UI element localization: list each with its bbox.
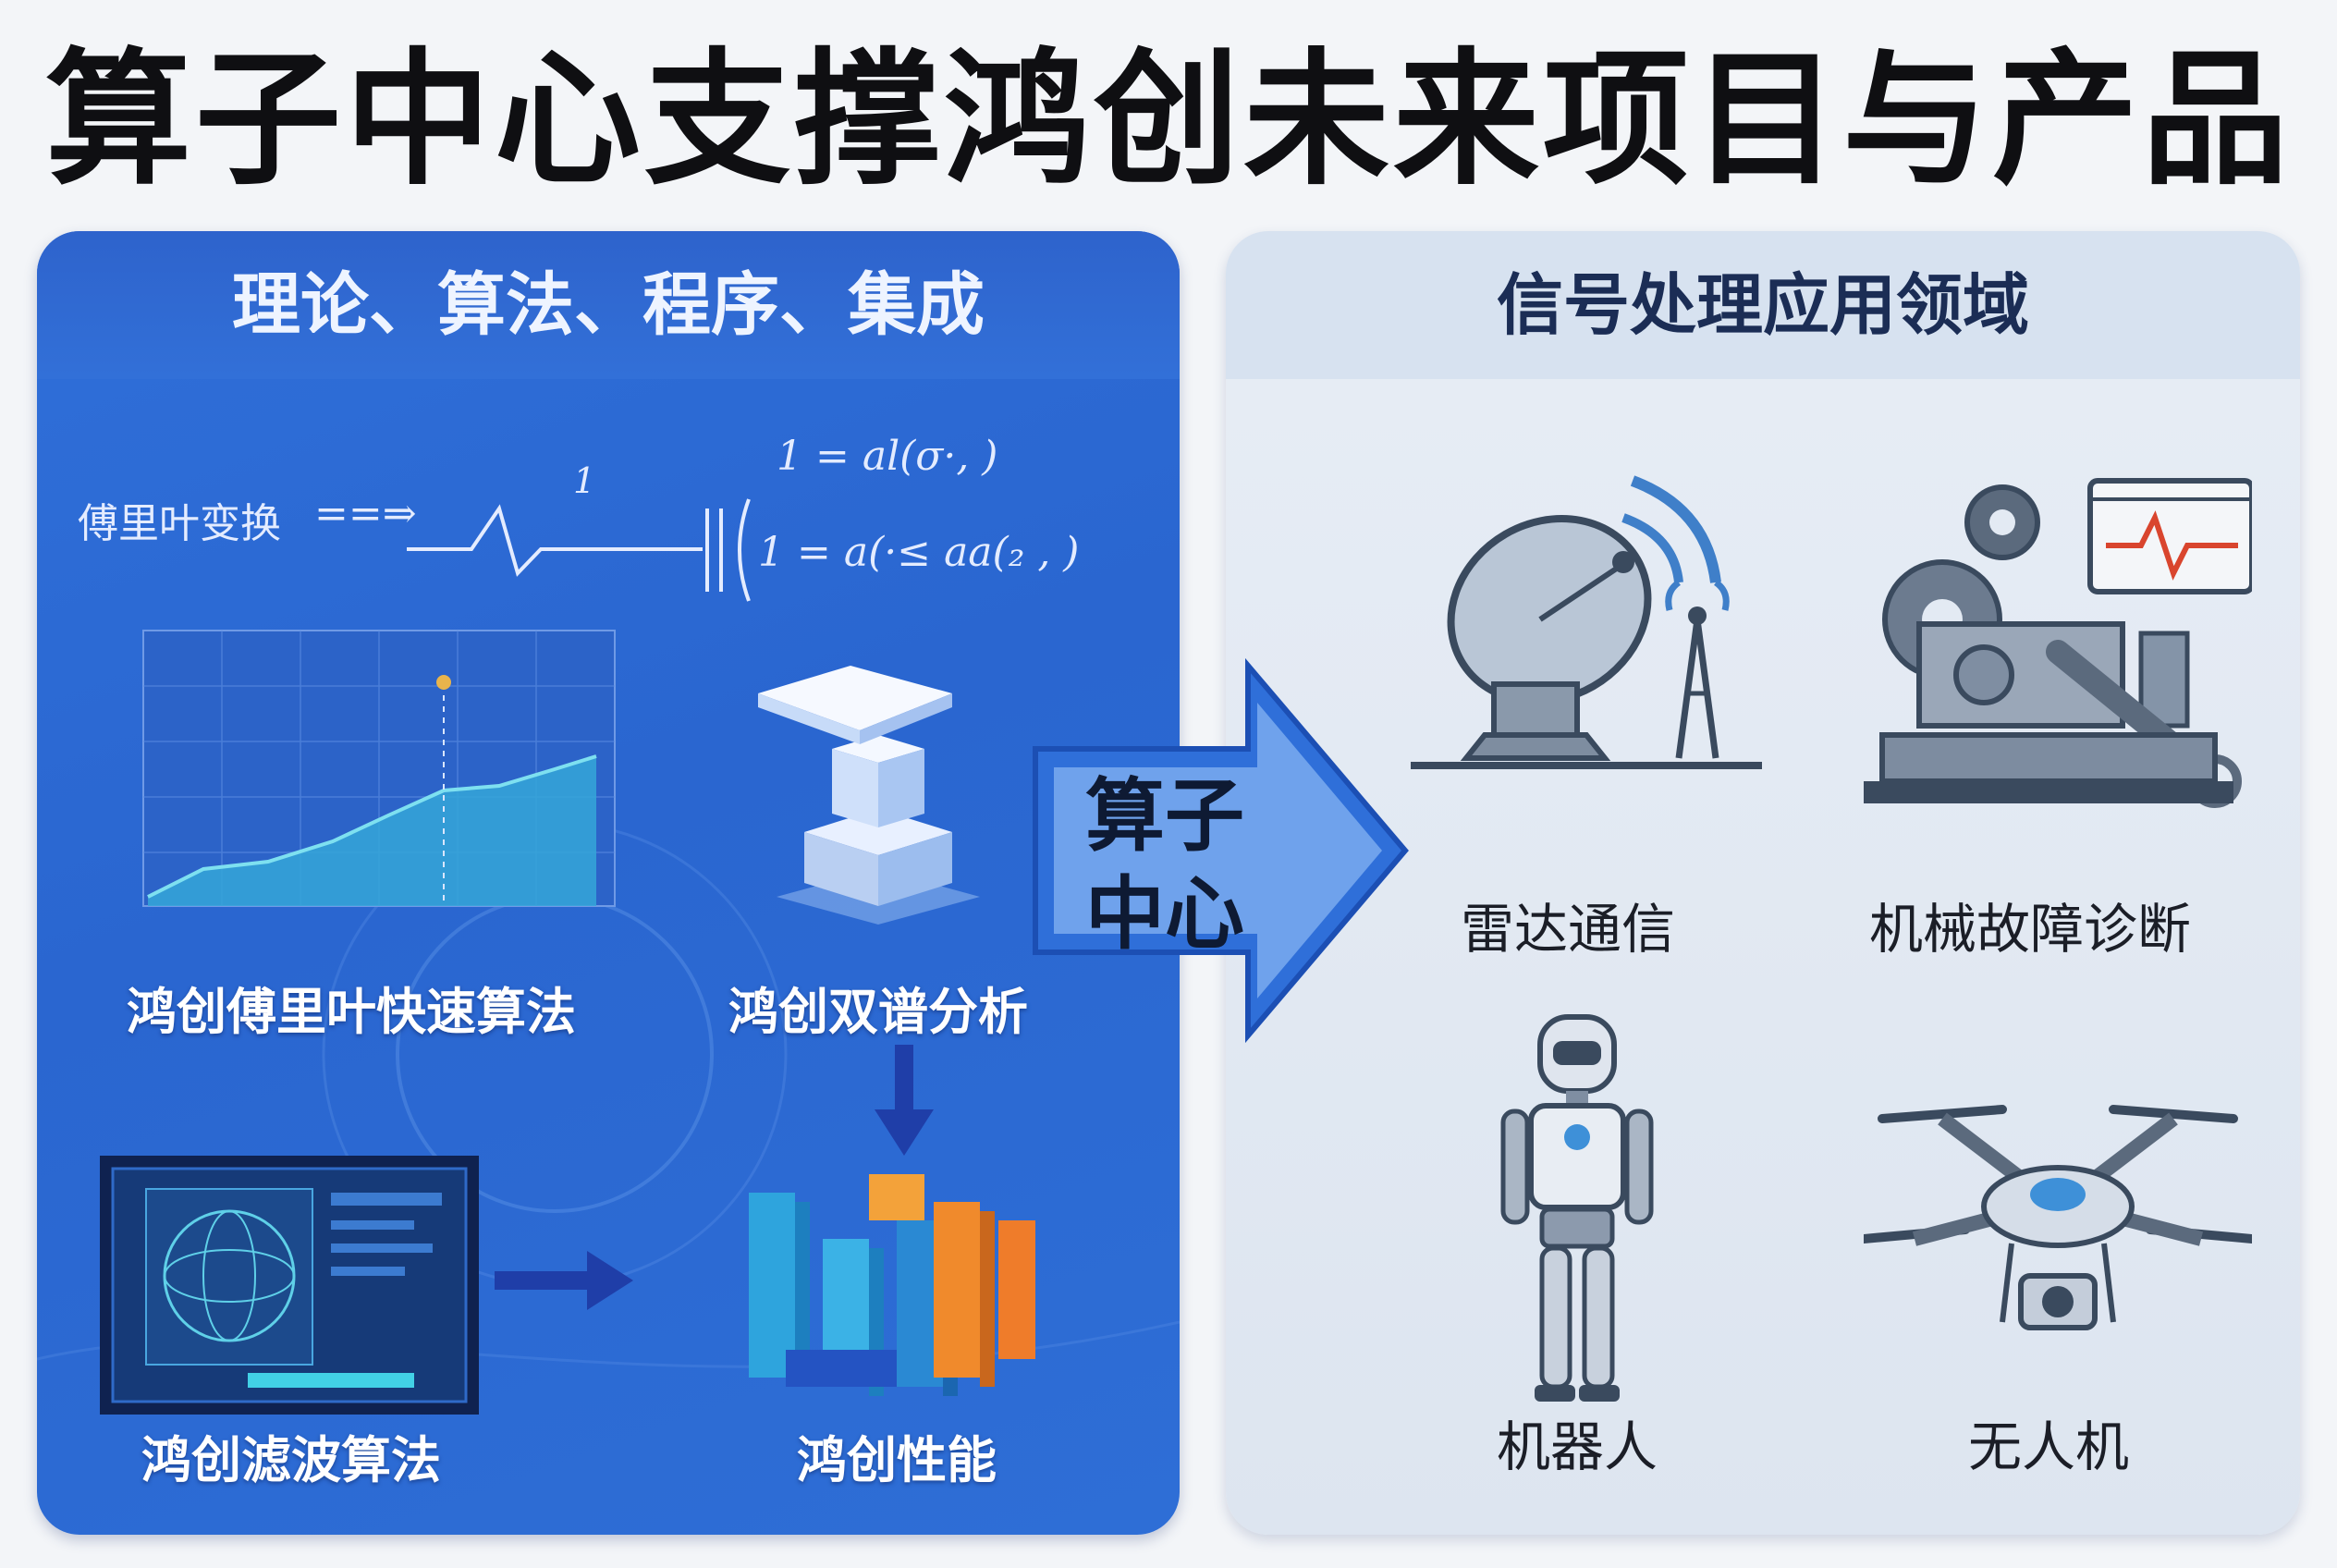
item-label-filter: 鸿创滤波算法 [141,1431,441,1489]
left-panel: 理论、算法、程序、集成 傅里叶变换 ==⇒ 1 1 = al(σ·, ) 1 =… [37,231,1180,1535]
formula-line-1: 1 = al(σ·, ) [777,433,998,480]
stacked-blocks-icon [758,666,980,925]
item-label-fault-diagnosis: 机械故障诊断 [1868,898,2191,961]
drone-icon [1864,1105,2252,1330]
radar-dish-icon [1411,475,1762,769]
gear-wrench-icon [1864,478,2252,808]
item-label-fft: 鸿创傅里叶快速算法 [127,983,576,1041]
signal-pulse-icon [407,498,751,602]
center-big-arrow [1033,657,1409,1044]
right-arrow-icon [495,1251,633,1310]
item-label-performance: 鸿创性能 [797,1431,997,1489]
3d-bar-chart-icon [749,1174,1035,1396]
item-label-drone: 无人机 [1967,1415,2129,1478]
formula-arrow: ==⇒ [314,490,417,537]
robot-icon [1500,1014,1654,1402]
center-arrow-label: 算子中心 [1085,770,1244,961]
down-arrow-icon [875,1045,934,1156]
line-chart-icon [142,630,616,907]
right-panel-header: 信号处理应用领域 [1226,231,2300,379]
formula-line-2: 1 = a(·≤ aa(₂ , ) [758,529,1080,576]
item-label-bispectrum: 鸿创双谱分析 [728,983,1028,1041]
item-label-radar: 雷达通信 [1460,898,1675,961]
formula-label: 傅里叶变换 [78,500,281,547]
formula-mid: 1 [573,460,596,501]
item-label-robot: 机器人 [1496,1415,1658,1478]
filter-screen-icon [100,1156,479,1415]
right-panel: 信号处理应用领域 雷达通信 机械故障诊断 [1226,231,2300,1535]
page-title: 算子中心支撑鸿创未来项目与产品 [45,35,2292,205]
left-panel-header: 理论、算法、程序、集成 [37,231,1180,379]
